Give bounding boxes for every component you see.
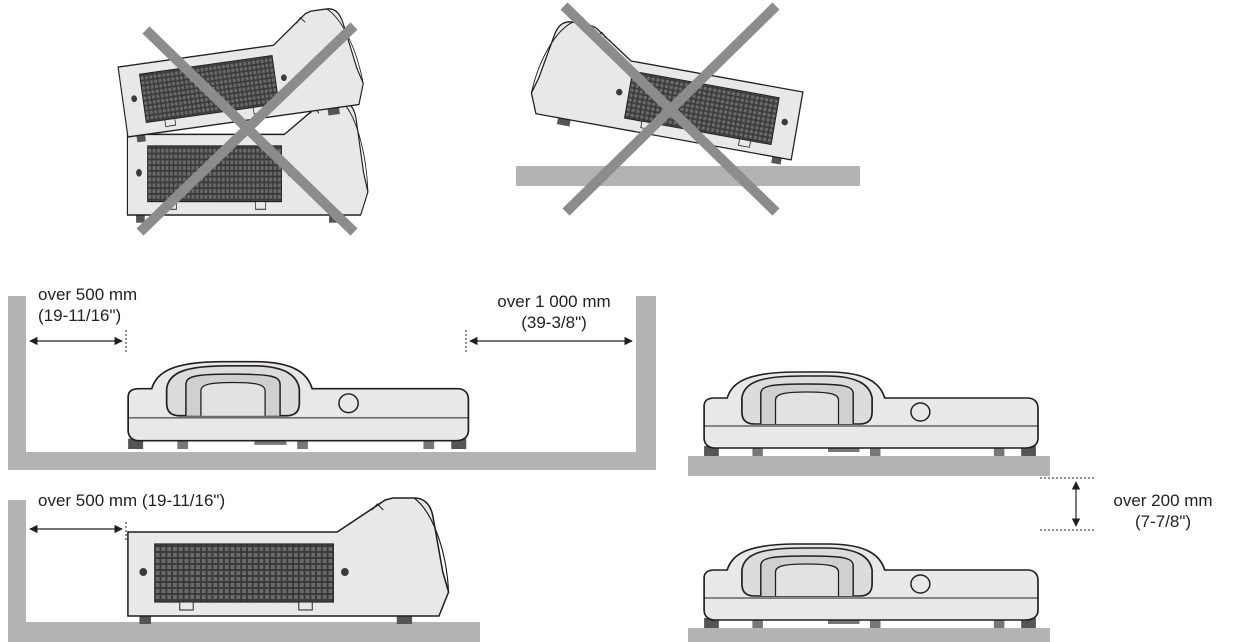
front-clearance-line1: over 500 mm [38, 285, 138, 304]
cross-mark-line [562, 2, 780, 216]
wall-enclosure [8, 296, 656, 470]
floor-surface [516, 166, 860, 186]
vertical-clearance-line2: (7-7/8") [1134, 512, 1192, 531]
front-clearance-figure [8, 296, 656, 470]
front-clearance-label: over 500 mm (19-11/16") [38, 284, 137, 326]
rear-clearance-label: over 1 000 mm (39-3/8") [474, 291, 634, 333]
shelf-surface [688, 456, 1050, 476]
stacked-projectors-figure [113, 4, 369, 236]
side-clearance-text: over 500 mm (19-11/16") [38, 491, 226, 510]
wall-enclosure [8, 500, 480, 642]
front-clearance-line2: (19-11/16") [38, 306, 122, 325]
vertical-clearance-figure [688, 371, 1094, 642]
side-clearance-figure [8, 497, 480, 642]
tilted-projector-figure [516, 2, 860, 216]
cross-mark-line [136, 22, 358, 236]
rear-clearance-line1: over 1 000 mm [497, 292, 611, 311]
rear-clearance-line2: (39-3/8") [521, 313, 587, 332]
side-clearance-label: over 500 mm (19-11/16") [38, 490, 225, 511]
vertical-clearance-label: over 200 mm (7-7/8") [1098, 490, 1228, 532]
vertical-clearance-line1: over 200 mm [1113, 491, 1213, 510]
floor-surface [688, 628, 1050, 642]
